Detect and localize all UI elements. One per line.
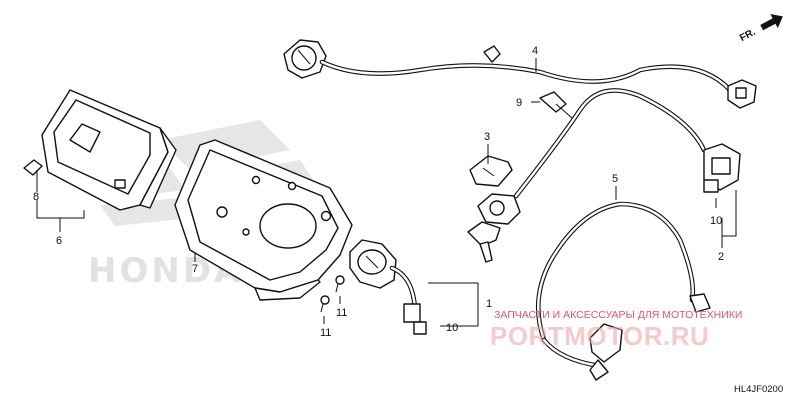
harness-connector-part xyxy=(727,79,757,109)
callout-number: 9 xyxy=(516,97,522,109)
arrow-right-icon xyxy=(760,13,783,31)
connector-part xyxy=(403,303,427,335)
front-direction-indicator: FR. xyxy=(738,13,783,44)
callout-number: 6 xyxy=(56,235,62,247)
front-direction-label: FR. xyxy=(738,27,758,44)
callout-number: 2 xyxy=(718,251,724,263)
ignition-key xyxy=(467,221,501,263)
meter-assembly xyxy=(41,89,177,211)
callout-number: 1 xyxy=(486,298,492,310)
diagram-code: HL4JF0200 xyxy=(734,384,783,395)
callout-number: 10 xyxy=(446,322,458,334)
main-harness-connector xyxy=(703,143,741,193)
callout-number: 10 xyxy=(710,215,722,227)
callout-number: 4 xyxy=(532,45,538,57)
ignition-key-switch xyxy=(477,193,521,225)
watermark-tagline: ЗАПЧАСТИ И АКСЕССУАРЫ ДЛЯ МОТОТЕХНИКИ xyxy=(494,309,742,321)
callout-number: 8 xyxy=(33,191,39,203)
callout-number: 11 xyxy=(320,327,331,339)
key-cylinder-cover xyxy=(469,155,513,187)
leader-lines xyxy=(36,58,737,327)
clip-part xyxy=(539,91,573,119)
ignition-switch-body xyxy=(349,239,397,289)
screw-part xyxy=(320,295,330,313)
rubber-mount-part xyxy=(23,159,43,176)
callout-number: 3 xyxy=(484,131,490,143)
watermark-site: PORTMOTOR.RU xyxy=(490,321,709,351)
callout-number: 7 xyxy=(192,263,198,275)
wire-clamp xyxy=(483,45,501,63)
callout-number: 11 xyxy=(336,307,347,319)
meter-case xyxy=(174,139,353,301)
callout-number: 5 xyxy=(612,173,618,185)
screw-part xyxy=(335,275,345,293)
harness-plug-end xyxy=(283,39,327,79)
cable-connector-part xyxy=(689,293,711,313)
cable-plug-part xyxy=(589,323,623,381)
